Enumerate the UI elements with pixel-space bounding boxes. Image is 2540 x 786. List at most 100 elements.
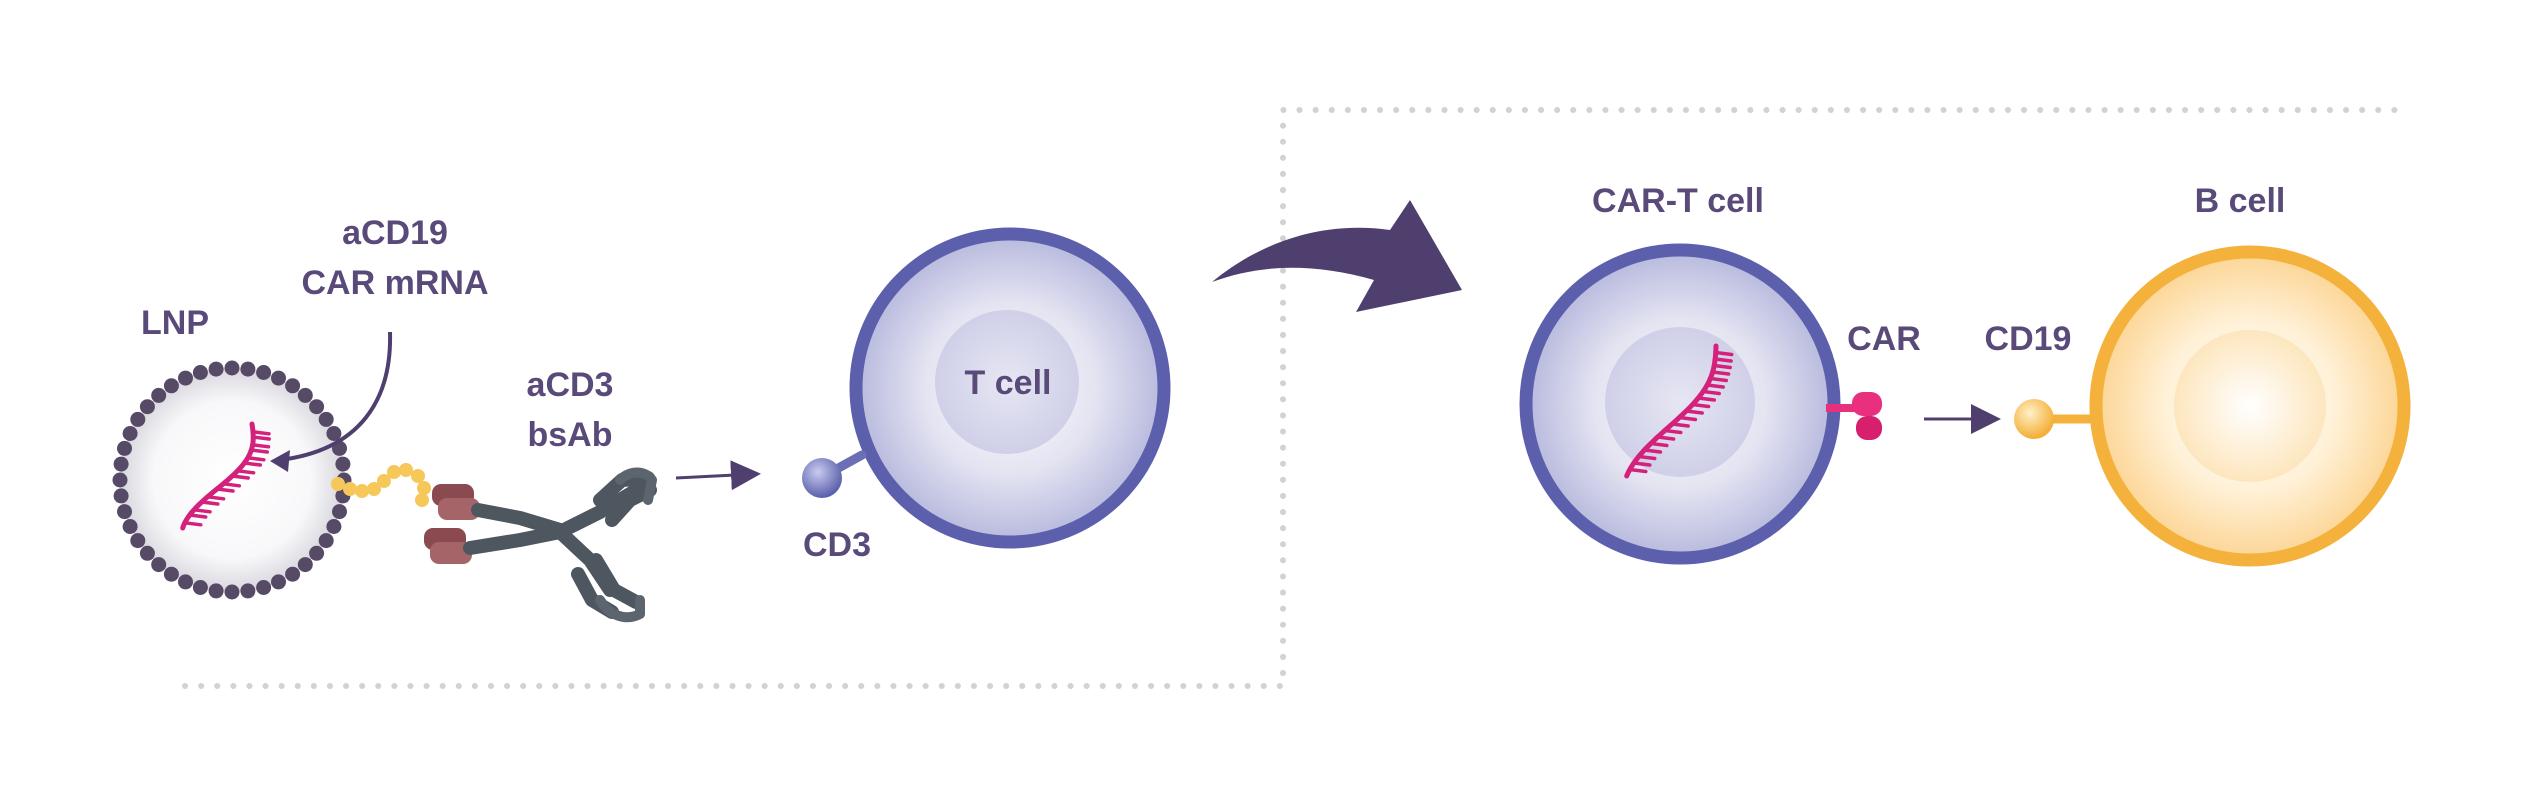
label-lnp: LNP (141, 304, 209, 342)
mrna-pointer-arrowhead (270, 450, 290, 472)
arrow-bsab-to-tcell (675, 460, 761, 491)
t-cell (849, 227, 1171, 549)
mrna-base (1712, 363, 1732, 370)
lipid-bead (285, 566, 301, 582)
lipid-bead (256, 580, 272, 595)
label-bsab-line1: aCD3 (527, 366, 614, 404)
lipid-bead (113, 456, 129, 472)
lipid-bead (163, 566, 179, 582)
mrna-base (1705, 383, 1725, 389)
lipid-bead (271, 370, 286, 386)
lipid-bead (297, 387, 313, 403)
label-b-cell: B cell (2195, 182, 2286, 220)
lipid-bead (224, 360, 240, 376)
label-car-t-cell: CAR-T cell (1592, 182, 1764, 220)
mrna-base (1632, 461, 1652, 467)
mrna-base (250, 443, 271, 449)
label-mrna-line2: CAR mRNA (302, 264, 489, 302)
mrna-base (215, 487, 235, 493)
lipid-bead (117, 440, 132, 456)
dotted-boundary (182, 107, 2401, 689)
lipid-bead (122, 519, 138, 534)
mrna-base (1696, 396, 1717, 402)
lipid-bead (208, 361, 224, 377)
big-transition-arrow (1212, 200, 1462, 312)
mrna-base (221, 482, 242, 488)
lnp-lipid-beads (112, 360, 352, 600)
mrna-base (1701, 389, 1721, 396)
lipid-bead (192, 365, 208, 380)
b-cell (2089, 245, 2411, 567)
car-t-cell (1519, 243, 1841, 565)
mrna-base (1628, 467, 1648, 474)
lnp (112, 360, 352, 600)
lipid-bead (271, 574, 286, 590)
label-mrna-line1: aCD19 (342, 214, 448, 252)
mrna-base (1655, 435, 1676, 441)
mrna-base (235, 469, 256, 475)
mrna-base (246, 456, 266, 462)
mrna-base (1636, 454, 1657, 461)
label-cd19: CD19 (1985, 320, 2072, 358)
mrna-base (249, 448, 270, 454)
lipid-bead (112, 472, 128, 488)
lipid-bead (130, 411, 146, 427)
mrna-base (1713, 357, 1733, 363)
mrna-base (205, 495, 226, 501)
bispecific-antibody (424, 467, 657, 623)
mrna-base (187, 513, 208, 519)
lipid-bead (151, 557, 167, 573)
lipid-bead (224, 584, 240, 600)
mrna-base (1713, 350, 1734, 357)
car-t-cell-nucleus (1605, 327, 1755, 477)
lipid-bead (256, 365, 272, 380)
lipid-bead (139, 545, 155, 561)
lipid-bead (332, 504, 347, 520)
b-cell-nucleus (2174, 330, 2326, 482)
mrna-base (200, 500, 220, 506)
label-bsab-line2: bsAb (528, 416, 613, 454)
lipid-bead (326, 519, 342, 534)
lipid-bead (113, 488, 129, 504)
lipid-bead (139, 399, 155, 415)
label-cd3: CD3 (803, 526, 871, 564)
mrna-base (1642, 448, 1663, 454)
lipid-bead (318, 411, 334, 427)
mrna-base (1677, 415, 1698, 422)
lipid-bead (326, 426, 342, 441)
antibody-loops (595, 467, 657, 623)
mrna-strand-cart (1624, 343, 1734, 479)
mrna-base (1649, 441, 1669, 448)
lipid-bead (208, 583, 224, 599)
mrna-base (230, 474, 250, 480)
lipid-bead (318, 533, 334, 549)
mrna-strand-lnp (180, 421, 271, 531)
lipid-bead (130, 533, 146, 549)
cd3-receptor (802, 450, 867, 498)
lipid-bead (192, 580, 208, 595)
mrna-base (1663, 428, 1683, 435)
t-cell-nucleus (935, 310, 1079, 454)
lipid-bead (178, 370, 193, 386)
lipid-bead (309, 545, 325, 561)
car-receptor (1826, 392, 1882, 440)
lipid-bead (122, 426, 138, 441)
lipid-bead (151, 387, 167, 403)
lipid-bead (285, 378, 301, 394)
mrna-base (192, 508, 212, 514)
lipid-bead (297, 557, 313, 573)
mrna-base (183, 521, 203, 527)
cd19-antigen (2014, 399, 2097, 439)
lipid-bead (335, 456, 351, 472)
mrna-base (1690, 402, 1711, 409)
mrna-base (251, 435, 271, 441)
lipid-bead (240, 583, 256, 599)
lipid-bead (240, 361, 256, 377)
lipid-bead (178, 574, 193, 590)
lipid-bead (309, 399, 325, 415)
lipid-bead (163, 378, 179, 394)
label-t-cell: T cell (965, 364, 1052, 402)
linker (331, 463, 431, 507)
lipid-bead (117, 504, 132, 520)
